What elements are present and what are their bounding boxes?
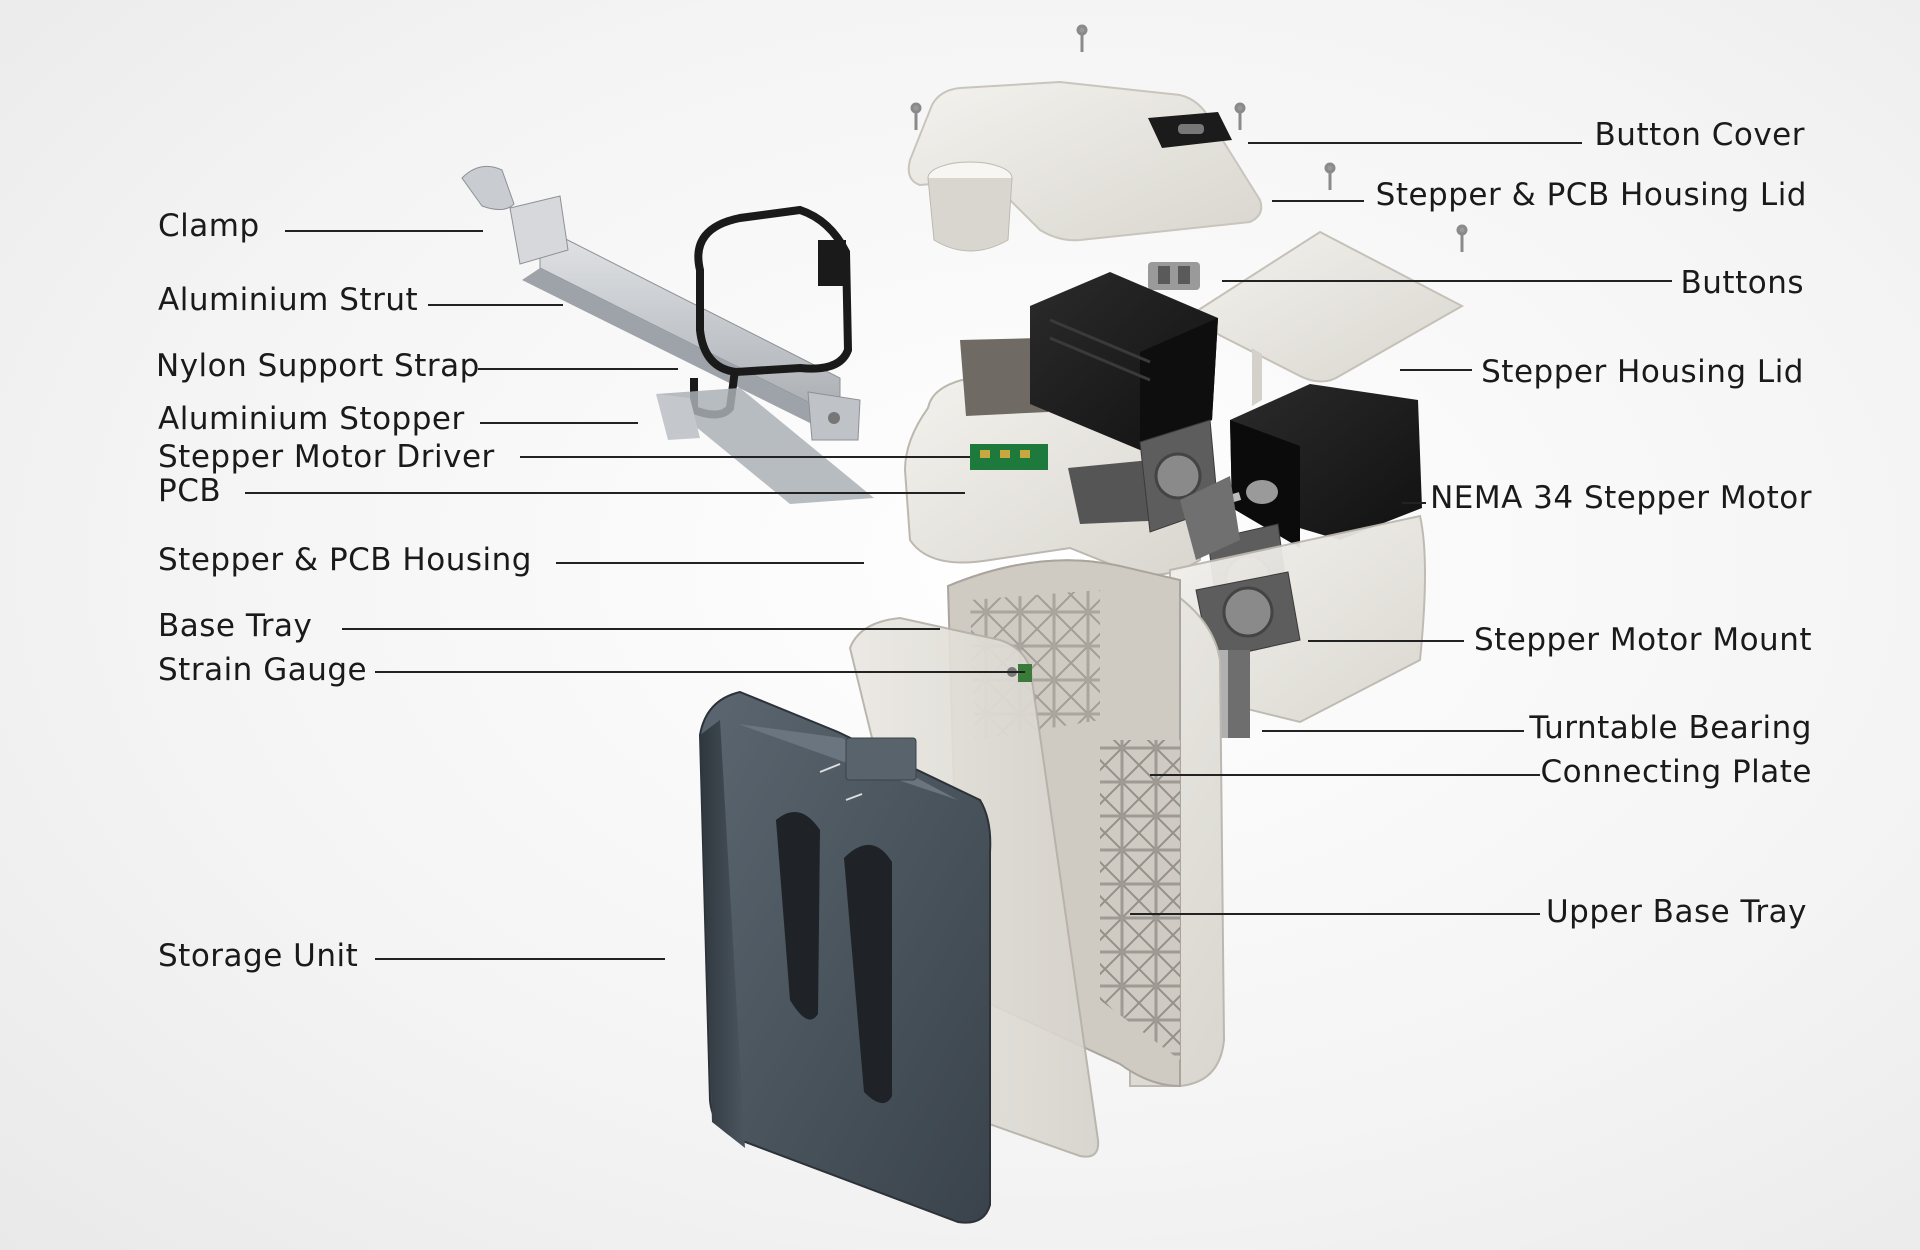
leader-line	[1262, 730, 1524, 732]
leader-line	[245, 492, 965, 494]
stepper-mount-plate-part	[1180, 476, 1240, 560]
leader-line	[480, 422, 638, 424]
leader-line	[1150, 774, 1540, 776]
leader-line	[1222, 280, 1672, 282]
label-strain-gauge: Strain Gauge	[158, 652, 368, 688]
leader-line	[1272, 200, 1364, 202]
label-turntable-bearing: Turntable Bearing	[1529, 710, 1812, 746]
label-nema-34-stepper-motor: NEMA 34 Stepper Motor	[1430, 480, 1812, 516]
label-storage-unit: Storage Unit	[158, 938, 359, 974]
stepper-housing-lid-part	[1183, 230, 1465, 406]
leader-line	[478, 368, 678, 370]
label-upper-base-tray: Upper Base Tray	[1545, 894, 1807, 930]
label-stepper-pcb-housing: Stepper & PCB Housing	[158, 542, 532, 578]
leader-line	[1400, 369, 1472, 371]
leader-line	[1130, 913, 1540, 915]
leader-line	[1308, 640, 1464, 642]
label-stepper-pcb-housing-lid: Stepper & PCB Housing Lid	[1375, 177, 1807, 213]
label-aluminium-stopper: Aluminium Stopper	[158, 401, 465, 437]
label-connecting-plate: Connecting Plate	[1540, 754, 1812, 790]
stepper-motor-1	[1030, 272, 1218, 450]
label-buttons: Buttons	[1680, 265, 1804, 301]
label-stepper-motor-driver: Stepper Motor Driver	[158, 439, 495, 475]
leader-line	[1248, 142, 1582, 144]
leader-line	[375, 671, 1025, 673]
button-cover-part	[1148, 112, 1232, 148]
leader-line	[342, 628, 940, 630]
label-pcb: PCB	[158, 473, 222, 509]
clamp-part	[461, 165, 569, 265]
stepper-pcb-housing-lid-part	[907, 80, 1263, 252]
aluminium-stopper-part	[656, 388, 874, 504]
label-stepper-housing-lid: Stepper Housing Lid	[1481, 354, 1804, 390]
label-nylon-support-strap: Nylon Support Strap	[156, 348, 480, 384]
leader-line	[285, 230, 483, 232]
leader-line	[428, 304, 563, 306]
label-stepper-motor-mount: Stepper Motor Mount	[1473, 622, 1812, 658]
leader-line	[1402, 502, 1426, 504]
label-clamp: Clamp	[158, 208, 260, 244]
label-button-cover: Button Cover	[1594, 117, 1805, 153]
leader-line	[556, 562, 864, 564]
buttons-part	[1148, 262, 1200, 290]
label-aluminium-strut: Aluminium Strut	[158, 282, 419, 318]
leader-line	[520, 456, 970, 458]
nema-34-stepper-motor-part	[1218, 384, 1422, 548]
label-base-tray: Base Tray	[158, 608, 313, 644]
leader-line	[375, 958, 665, 960]
storage-unit-part	[698, 690, 992, 1224]
